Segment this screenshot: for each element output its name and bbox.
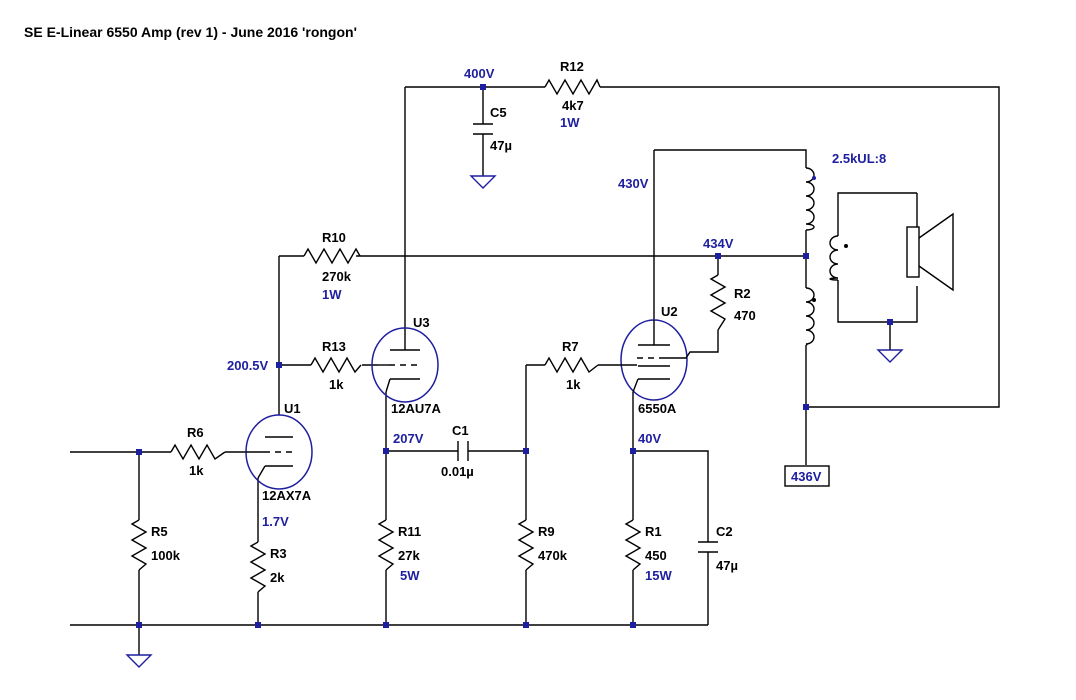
voltage-label: 434V bbox=[703, 236, 734, 251]
r5-name: R5 bbox=[151, 524, 168, 539]
u3-type: 12AU7A bbox=[391, 401, 441, 416]
ground-icon bbox=[876, 349, 904, 363]
resistor-r7 bbox=[544, 356, 599, 374]
r2-name: R2 bbox=[734, 286, 751, 301]
voltage-label: 40V bbox=[638, 431, 661, 446]
r11-value: 27k bbox=[398, 548, 420, 563]
u3-name: U3 bbox=[413, 315, 430, 330]
resistor-r6 bbox=[170, 443, 226, 461]
transformer-label: 2.5kUL:8 bbox=[832, 151, 886, 166]
c5-name: C5 bbox=[490, 105, 507, 120]
r7-value: 1k bbox=[566, 377, 581, 392]
capacitor-c1 bbox=[457, 441, 469, 461]
tube-u1 bbox=[245, 414, 313, 490]
ground-icon bbox=[125, 654, 153, 668]
r1-power: 15W bbox=[645, 568, 672, 583]
r9-name: R9 bbox=[538, 524, 555, 539]
junction-dots bbox=[136, 84, 893, 628]
resistor-r12 bbox=[544, 78, 601, 96]
r9-value: 470k bbox=[538, 548, 568, 563]
r11-power: 5W bbox=[400, 568, 420, 583]
u2-name: U2 bbox=[661, 304, 678, 319]
capacitor-c5 bbox=[473, 123, 493, 135]
voltage-box-436v bbox=[784, 465, 830, 487]
tube-u2 bbox=[620, 319, 700, 401]
component-labels: 400V 430V 434V 200.5V 207V 40V 1.7V 436V… bbox=[151, 59, 886, 585]
u1-type: 12AX7A bbox=[262, 488, 312, 503]
r1-value: 450 bbox=[645, 548, 667, 563]
voltage-label: 207V bbox=[393, 431, 424, 446]
capacitor-c2 bbox=[698, 541, 718, 553]
ground-symbols bbox=[125, 175, 904, 668]
r1-name: R1 bbox=[645, 524, 662, 539]
r13-value: 1k bbox=[329, 377, 344, 392]
voltage-label: 400V bbox=[464, 66, 495, 81]
voltage-label: 436V bbox=[791, 469, 822, 484]
resistor-r10 bbox=[303, 247, 361, 265]
resistor-r5 bbox=[130, 519, 148, 571]
r12-value: 4k7 bbox=[562, 98, 584, 113]
resistor-r1 bbox=[624, 519, 642, 571]
c2-name: C2 bbox=[716, 524, 733, 539]
resistor-r13 bbox=[310, 356, 362, 374]
r6-value: 1k bbox=[189, 463, 204, 478]
voltage-label: 1.7V bbox=[262, 514, 289, 529]
output-transformer bbox=[805, 167, 848, 346]
r6-name: R6 bbox=[187, 425, 204, 440]
r10-power: 1W bbox=[322, 287, 342, 302]
resistor-r2 bbox=[709, 274, 727, 331]
resistor-r11 bbox=[377, 519, 395, 571]
c2-value: 47µ bbox=[716, 558, 738, 573]
r10-value: 270k bbox=[322, 269, 352, 284]
resistor-r3 bbox=[249, 541, 267, 593]
c1-value: 0.01µ bbox=[441, 464, 474, 479]
resistor-symbols bbox=[130, 78, 727, 593]
r7-name: R7 bbox=[562, 339, 579, 354]
wires bbox=[70, 86, 1000, 655]
c1-name: C1 bbox=[452, 423, 469, 438]
c5-value: 47µ bbox=[490, 138, 512, 153]
voltage-label: 430V bbox=[618, 176, 649, 191]
voltage-label: 200.5V bbox=[227, 358, 269, 373]
r2-value: 470 bbox=[734, 308, 756, 323]
r3-name: R3 bbox=[270, 546, 287, 561]
r10-name: R10 bbox=[322, 230, 346, 245]
r11-name: R11 bbox=[398, 524, 421, 539]
r3-value: 2k bbox=[270, 570, 285, 585]
resistor-r9 bbox=[517, 519, 535, 571]
r13-name: R13 bbox=[322, 339, 346, 354]
r12-name: R12 bbox=[560, 59, 584, 74]
u1-name: U1 bbox=[284, 401, 301, 416]
tube-u3 bbox=[371, 327, 439, 403]
capacitor-symbols bbox=[457, 123, 718, 553]
u2-type: 6550A bbox=[638, 401, 677, 416]
r12-power: 1W bbox=[560, 115, 580, 130]
r5-value: 100k bbox=[151, 548, 181, 563]
speaker-icon bbox=[906, 212, 954, 292]
schematic-title: SE E-Linear 6550 Amp (rev 1) - June 2016… bbox=[24, 24, 357, 40]
ground-icon bbox=[469, 175, 497, 189]
